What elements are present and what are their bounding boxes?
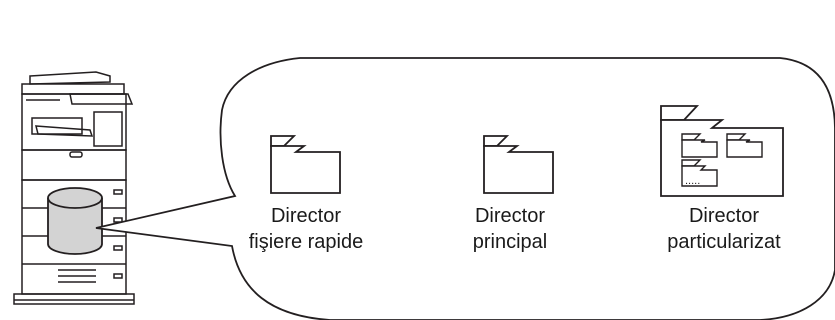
main-folder-label-line2: principal bbox=[472, 231, 548, 253]
quick-file-folder-label-line2: fişiere rapide bbox=[248, 231, 364, 253]
quick-file-folder-label-line1: Director bbox=[270, 205, 341, 227]
custom-folder-label-line1: Director bbox=[688, 205, 759, 227]
custom-folder-label: Director particularizat bbox=[634, 203, 814, 255]
custom-folder-icon bbox=[660, 105, 784, 197]
quick-file-folder-label: Director fişiere rapide bbox=[226, 203, 386, 255]
main-folder-label: Director principal bbox=[430, 203, 590, 255]
storage-drive-icon bbox=[47, 187, 103, 255]
main-folder-label-line1: Director bbox=[474, 205, 545, 227]
main-folder-icon bbox=[483, 135, 554, 194]
callout-bubble bbox=[95, 57, 835, 320]
subfolder-ellipsis: ..... bbox=[685, 175, 700, 187]
custom-folder-label-line2: particularizat bbox=[667, 231, 781, 253]
quick-file-folder-icon bbox=[270, 135, 341, 194]
